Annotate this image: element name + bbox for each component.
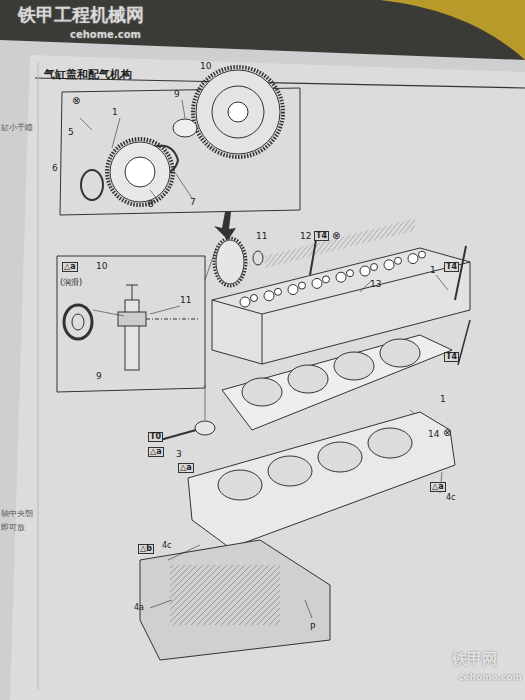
- margin-note: 即可放: [1, 524, 25, 532]
- callout-number: 1: [430, 266, 436, 275]
- spec-tag: △a: [62, 262, 78, 272]
- callout-number: ⊗: [332, 231, 340, 241]
- callout-number: 13: [370, 280, 381, 289]
- watermark: cehome.com: [70, 30, 141, 40]
- callout-number: 1: [440, 395, 446, 404]
- callout-number: 12: [300, 232, 311, 241]
- callout-number: 1: [112, 108, 118, 117]
- spec-tag: △a: [178, 463, 194, 473]
- callout-number: 9: [96, 372, 102, 381]
- spec-tag: T4: [314, 231, 329, 241]
- spec-tag: T4: [444, 352, 459, 362]
- callout-number: 10: [200, 62, 211, 71]
- callout-number: 7: [190, 198, 196, 207]
- callout-number: 3: [176, 450, 182, 459]
- watermark: 铁甲工程机械网: [18, 6, 144, 24]
- callout-number: 6: [52, 164, 58, 173]
- callout-number: 9: [174, 90, 180, 99]
- watermark: cehome.com: [458, 673, 522, 682]
- spec-tag: T4: [444, 262, 459, 272]
- callout-number: ⊗: [72, 96, 80, 106]
- margin-note: 缸小干瞌: [1, 124, 33, 132]
- page-title: 气缸盖和配气机构: [44, 67, 132, 82]
- callout-number: 5: [68, 128, 74, 137]
- callout-number: 4c: [446, 494, 456, 502]
- spec-tag: △a: [148, 447, 164, 457]
- margin-note: 轴中央朝: [1, 510, 33, 518]
- callout-number: 10: [96, 262, 107, 271]
- callout-number: 4c: [162, 542, 172, 550]
- callout-number: P: [310, 623, 315, 632]
- callout-number: 11: [256, 232, 267, 241]
- callout-number: 11: [180, 296, 191, 305]
- callout-number: 4a: [134, 604, 144, 612]
- callout-number: 8: [148, 200, 154, 209]
- callout-number: ⊗: [443, 428, 451, 438]
- callout-number: 14: [428, 430, 439, 439]
- callout-number: (润滑): [60, 279, 82, 287]
- watermark: 铁甲网: [452, 652, 497, 667]
- spec-tag: △a: [430, 482, 446, 492]
- spec-tag: △b: [138, 544, 154, 554]
- spec-tag: T0: [148, 432, 163, 442]
